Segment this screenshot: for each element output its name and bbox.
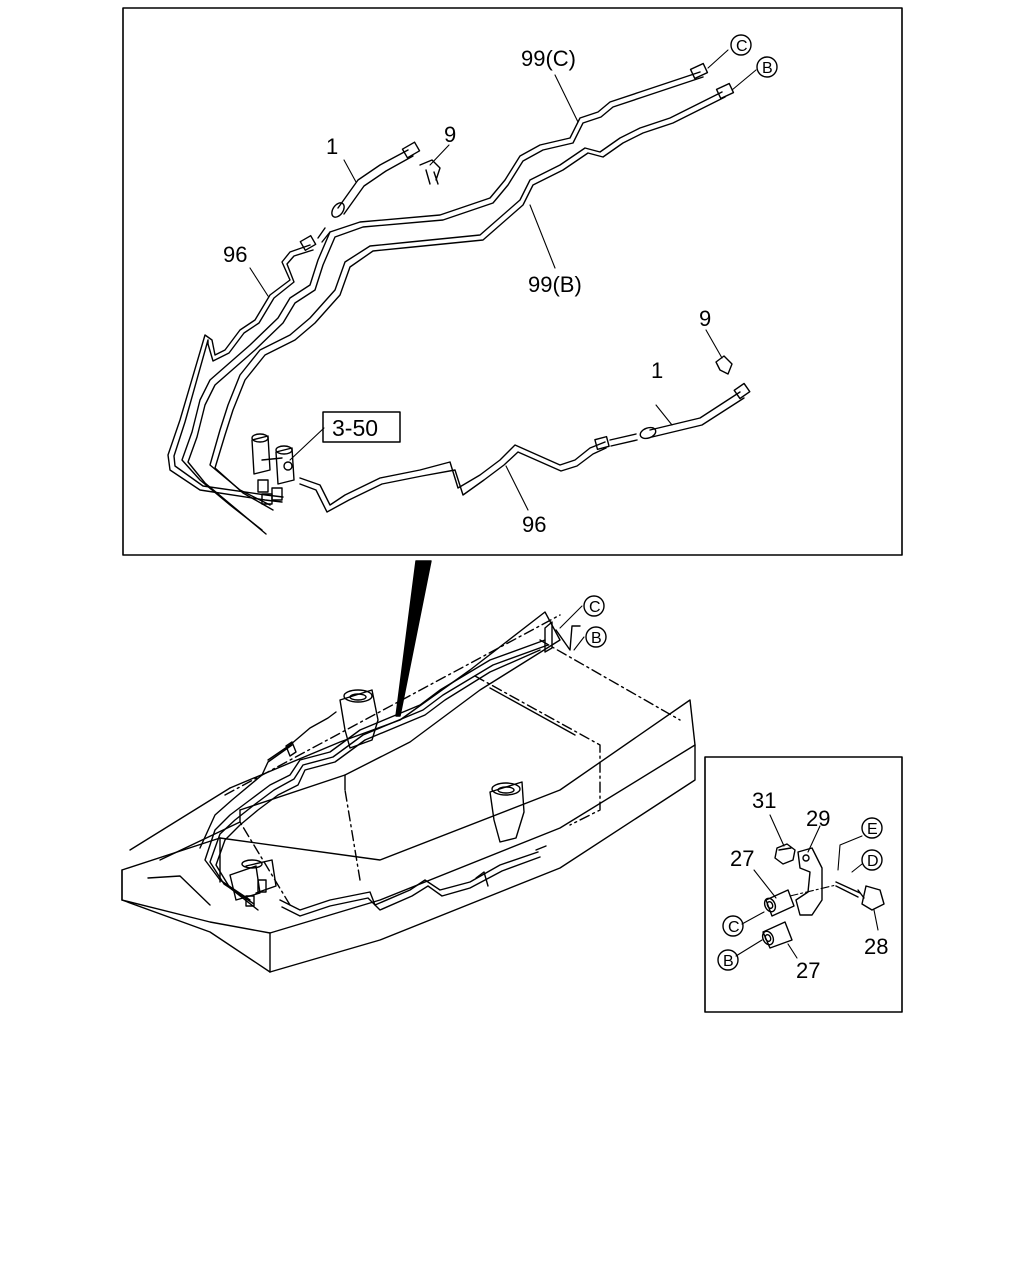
zoom-pointer bbox=[395, 560, 432, 717]
label-conn-c-frame: C bbox=[589, 599, 601, 616]
junction-block bbox=[251, 433, 295, 505]
bracket-29 bbox=[795, 847, 823, 916]
pipe-96-upper bbox=[167, 244, 314, 503]
label-pipe-lower: 96 bbox=[522, 512, 546, 537]
label-conn-c-detail: C bbox=[728, 919, 740, 936]
frame-brake-lines bbox=[199, 621, 581, 917]
conn-b-top-circle bbox=[756, 56, 778, 78]
conn-d-detail-circle bbox=[861, 849, 883, 871]
frame-leader-b bbox=[573, 636, 585, 651]
brake-hose-1-upper bbox=[299, 141, 421, 252]
label-ref-box: 3-50 bbox=[332, 415, 378, 441]
top-panel-border bbox=[122, 7, 903, 556]
conn-b-frame-circle bbox=[585, 626, 607, 648]
label-nut: 31 bbox=[752, 788, 776, 813]
brake-line-99b bbox=[209, 91, 726, 511]
label-bracket: 29 bbox=[806, 806, 830, 831]
ref-box bbox=[322, 411, 401, 443]
detail-axis bbox=[789, 884, 837, 897]
nut-31 bbox=[774, 843, 796, 865]
conn-b-detail-circle bbox=[717, 949, 739, 971]
label-conn-e: E bbox=[867, 821, 878, 838]
detail-leaders bbox=[735, 814, 879, 959]
label-conn-b-detail: B bbox=[723, 953, 734, 970]
label-pipe-upper: 96 bbox=[223, 242, 247, 267]
bolt-28 bbox=[835, 881, 885, 911]
fitting-b bbox=[715, 82, 735, 100]
label-spacer-lower: 27 bbox=[796, 958, 820, 983]
spacer-27-upper bbox=[763, 889, 795, 917]
frame-leader-c bbox=[559, 605, 583, 629]
clip-9-upper bbox=[419, 159, 441, 185]
labels: 99(C) 99(B) 1 1 9 9 96 96 3-50 C B C B 3… bbox=[223, 38, 888, 983]
bracket-hole bbox=[802, 854, 810, 862]
label-conn-b-frame: B bbox=[591, 630, 602, 647]
brake-hose-1-lower bbox=[594, 382, 751, 451]
clip-9-lower bbox=[715, 355, 733, 375]
label-clip-upper: 9 bbox=[444, 122, 456, 147]
pipe-96-lower bbox=[299, 441, 607, 513]
conn-c-detail-circle bbox=[722, 915, 744, 937]
label-conn-c-top: C bbox=[736, 38, 748, 55]
fitting-c bbox=[689, 62, 709, 80]
conn-c-frame-circle bbox=[583, 595, 605, 617]
conn-e-detail-circle bbox=[861, 817, 883, 839]
label-hose-upper: 1 bbox=[326, 134, 338, 159]
detail-panel-border bbox=[704, 756, 903, 1013]
label-hose-lower: 1 bbox=[651, 358, 663, 383]
label-99b: 99(B) bbox=[528, 272, 582, 297]
label-99c: 99(C) bbox=[521, 46, 576, 71]
conn-c-top-circle bbox=[730, 34, 752, 56]
top-leaders bbox=[249, 49, 757, 511]
spacer-27-lower bbox=[761, 921, 793, 949]
label-conn-b-top: B bbox=[762, 60, 773, 77]
label-bolt: 28 bbox=[864, 934, 888, 959]
label-spacer-upper: 27 bbox=[730, 846, 754, 871]
frame-valve bbox=[229, 859, 277, 907]
chassis-frame bbox=[121, 611, 696, 973]
label-conn-d: D bbox=[867, 853, 879, 870]
label-clip-lower: 9 bbox=[699, 306, 711, 331]
